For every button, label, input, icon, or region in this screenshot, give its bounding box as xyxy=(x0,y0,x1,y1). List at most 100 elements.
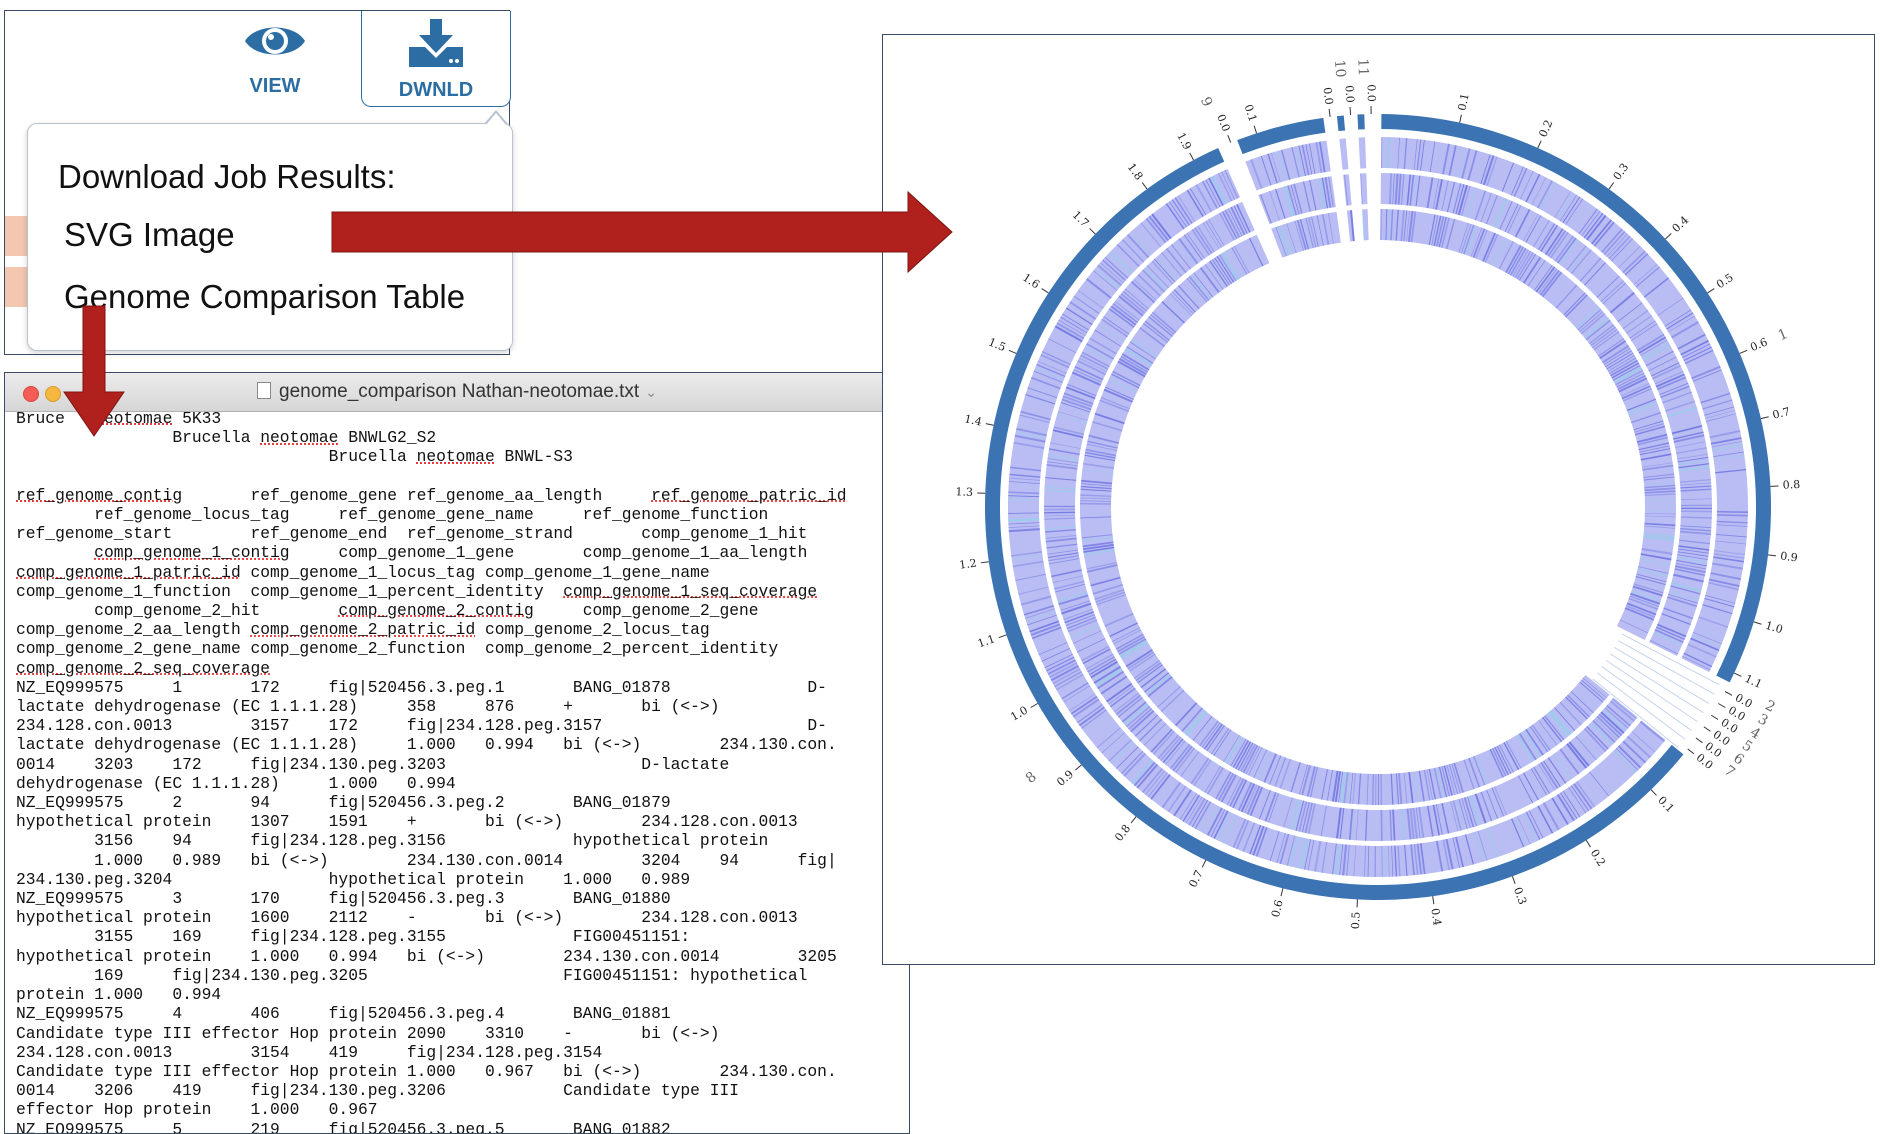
contig-label: 10 xyxy=(1331,59,1348,78)
scale-tick xyxy=(1711,715,1718,719)
scale-tick-label: 1.5 xyxy=(987,335,1008,354)
download-button[interactable]: DWNLD xyxy=(361,11,511,107)
scale-tick-label: 0.0 xyxy=(1343,85,1357,103)
scale-tick-label: 1.4 xyxy=(963,412,983,428)
scale-tick xyxy=(1090,228,1096,234)
scale-tick xyxy=(1254,126,1256,134)
scale-tick-label: 1.2 xyxy=(958,556,977,571)
scale-tick-label: 0.3 xyxy=(1611,161,1632,183)
scale-tick xyxy=(1696,738,1702,743)
results-toolbar-panel: VIEW DWNLD Download Job Results: SVG Ima… xyxy=(4,10,510,355)
scale-tick-label: 1.9 xyxy=(1174,130,1194,152)
scale-tick xyxy=(1665,234,1671,239)
circos-plot: 0.1 0.2 0.3 0.4 0.5 0.6 0.7 0.8 0.9 1.0 1.1 0.0 0.0 0… xyxy=(883,35,1873,963)
scale-tick-label: 1.6 xyxy=(1020,271,1042,291)
scale-tick xyxy=(1740,350,1747,353)
scale-tick-label: 0.1 xyxy=(1455,92,1471,112)
scale-tick xyxy=(1704,727,1711,731)
scale-tick-label: 0.6 xyxy=(1269,899,1286,919)
scale-tick xyxy=(1228,135,1231,142)
scale-tick-label: 1.0 xyxy=(1764,619,1785,637)
scale-tick-label: 0.1 xyxy=(1242,103,1260,124)
editor-titlebar: genome_comparison Nathan-neotomae.txt ⌄ xyxy=(5,373,909,412)
scale-tick xyxy=(1768,555,1776,556)
window-title-text: genome_comparison Nathan-neotomae.txt xyxy=(279,381,639,402)
contig-label: 1 xyxy=(1776,326,1790,344)
scale-tick-label: 0.3 xyxy=(1511,885,1529,906)
scale-tick xyxy=(1142,183,1147,189)
scale-tick-label: 0.9 xyxy=(1054,768,1076,789)
scale-tick-label: 0.6 xyxy=(1748,335,1769,354)
scale-tick-label: 0.7 xyxy=(1186,868,1205,889)
scale-tick-label: 0.4 xyxy=(1428,907,1443,926)
comparison-track-1 xyxy=(1359,137,1367,168)
scale-tick xyxy=(1460,115,1462,123)
scale-tick-label: 0.0 xyxy=(1365,84,1378,102)
scale-tick xyxy=(1609,183,1614,189)
scale-tick-label: 1.0 xyxy=(1008,704,1030,724)
scale-tick-label: 0.5 xyxy=(1349,911,1363,929)
eye-icon xyxy=(242,17,308,65)
scale-tick xyxy=(981,562,989,563)
circular-genome-figure: 0.1 0.2 0.3 0.4 0.5 0.6 0.7 0.8 0.9 1.0 1.1 0.0 0.0 0… xyxy=(882,34,1875,965)
scale-tick-label: 0.1 xyxy=(1655,794,1677,816)
scale-tick xyxy=(1718,704,1725,708)
scale-tick xyxy=(1754,622,1762,624)
scale-tick xyxy=(1725,692,1732,696)
scale-tick xyxy=(1281,888,1283,896)
contig-ring-segment xyxy=(1337,115,1345,131)
scale-tick xyxy=(1031,704,1038,708)
scale-tick xyxy=(1190,153,1194,160)
svg-image-option[interactable]: SVG Image xyxy=(64,216,235,254)
contig-label: 9 xyxy=(1197,95,1215,109)
contig-label: 7 xyxy=(1721,763,1738,781)
scale-tick-label: 0.9 xyxy=(1779,549,1798,564)
scale-tick-label: 0.5 xyxy=(1714,271,1736,291)
scale-tick xyxy=(1651,790,1657,796)
scale-tick xyxy=(1009,350,1016,353)
scale-tick xyxy=(1042,289,1049,293)
scale-tick-label: 0.7 xyxy=(1771,405,1791,422)
scale-tick xyxy=(1131,817,1136,823)
editor-window-title: genome_comparison Nathan-neotomae.txt ⌄ xyxy=(5,381,909,403)
scale-tick-label: 0.8 xyxy=(1782,478,1800,492)
scale-tick xyxy=(1202,860,1206,867)
scale-tick-label: 1.7 xyxy=(1070,208,1092,230)
genome-comparison-table-option[interactable]: Genome Comparison Table xyxy=(64,278,465,316)
download-dropdown: Download Job Results: SVG Image Genome C… xyxy=(27,123,513,351)
scale-tick xyxy=(1734,673,1741,676)
scale-tick-label: 0.2 xyxy=(1588,847,1608,869)
chevron-down-icon[interactable]: ⌄ xyxy=(645,384,657,400)
scale-tick xyxy=(986,424,994,426)
scale-tick xyxy=(1586,840,1590,847)
view-button-label: VIEW xyxy=(249,75,300,98)
scale-tick xyxy=(1708,289,1715,293)
scale-tick xyxy=(1075,765,1081,770)
scale-tick xyxy=(1433,896,1434,904)
scale-tick xyxy=(1512,876,1515,884)
scale-tick xyxy=(1350,107,1351,115)
scale-tick-label: 1.3 xyxy=(955,485,973,499)
contig-label: 11 xyxy=(1354,58,1371,76)
download-menu-title: Download Job Results: xyxy=(58,158,396,196)
contig-ring-segment xyxy=(1357,114,1364,129)
view-button[interactable]: VIEW xyxy=(200,11,350,107)
scale-tick-label: 0.4 xyxy=(1670,214,1692,235)
scale-tick-label: 0.0 xyxy=(1321,87,1336,106)
scale-tick xyxy=(1329,109,1330,117)
scale-tick xyxy=(999,635,1007,638)
scale-tick xyxy=(1538,141,1541,148)
download-button-label: DWNLD xyxy=(399,79,473,102)
editor-text-content[interactable]: Bruce neotomae 5K33 Brucella neotomae BN… xyxy=(16,409,909,1133)
text-editor-window: genome_comparison Nathan-neotomae.txt ⌄ B… xyxy=(4,372,910,1134)
comparison-track-1 xyxy=(1339,138,1348,169)
contig-label: 8 xyxy=(1023,769,1040,787)
scale-tick xyxy=(1688,749,1694,754)
scale-tick-label: 0.8 xyxy=(1112,822,1133,844)
scale-tick-label: 0.0 xyxy=(1214,112,1233,133)
document-icon xyxy=(257,382,271,399)
scale-tick-label: 1.8 xyxy=(1125,161,1146,183)
scale-tick-label: 1.1 xyxy=(1743,672,1764,691)
scale-tick-label: 1.1 xyxy=(976,632,997,650)
scale-tick-label: 0.2 xyxy=(1536,118,1555,139)
